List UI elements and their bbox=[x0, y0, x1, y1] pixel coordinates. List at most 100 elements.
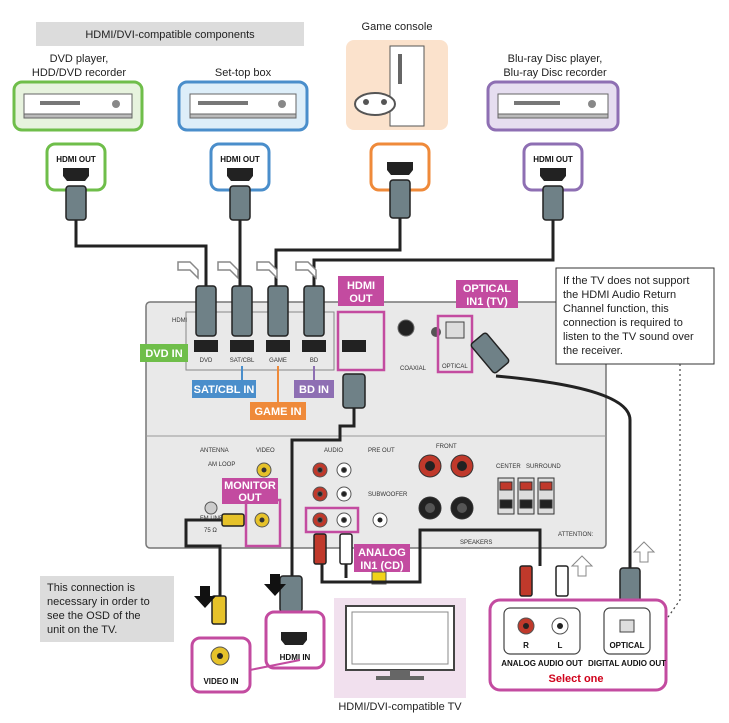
hdmi-port-icon bbox=[281, 632, 307, 645]
arrow-up-icon bbox=[632, 541, 656, 563]
panel-ohm: 75 Ω bbox=[204, 528, 217, 534]
panel-am-loop: AM LOOP bbox=[208, 462, 235, 468]
dvd-player-icon bbox=[23, 93, 133, 119]
set-top-box-icon bbox=[189, 93, 297, 119]
panel-audio: AUDIO bbox=[324, 448, 343, 454]
monitor-out-tag bbox=[222, 478, 278, 504]
arrow-down-icon bbox=[177, 261, 199, 280]
monitor-out-label-1: MONITOR bbox=[224, 480, 276, 492]
tv-arc-note-line: listen to the TV sound over bbox=[563, 331, 694, 343]
arrow-down-icon bbox=[256, 261, 278, 280]
hdmi-out-tag bbox=[338, 276, 384, 306]
tv-arc-note-line: Channel function, this bbox=[563, 303, 669, 315]
panel-video: VIDEO bbox=[256, 448, 275, 454]
panel-hdmi-side: HDMI bbox=[172, 318, 188, 324]
panel-optical: OPTICAL bbox=[442, 364, 468, 370]
arrow-down-icon bbox=[295, 261, 317, 280]
optical-in-label-2: IN1 (TV) bbox=[466, 296, 508, 308]
receiver-hdmi-ports bbox=[194, 340, 366, 352]
bd-hdmi-out-label: HDMI OUT bbox=[533, 155, 573, 164]
dvd-in-tag bbox=[140, 344, 188, 362]
dvd-label-1: DVD player, bbox=[50, 53, 109, 65]
tv-icon bbox=[345, 605, 455, 680]
osd-note-line: unit on the TV. bbox=[47, 624, 117, 636]
arrow-down-icon bbox=[194, 586, 216, 608]
select-one-label: Select one bbox=[548, 673, 603, 685]
panel-center: CENTER bbox=[496, 464, 521, 470]
panel-subwoofer: SUBWOOFER bbox=[368, 492, 408, 498]
tv-arc-note-line: the receiver. bbox=[563, 345, 623, 357]
tv-arc-note-line: the HDMI Audio Return bbox=[563, 289, 676, 301]
dvd-in-label: DVD IN bbox=[145, 348, 182, 360]
game-in-label: GAME IN bbox=[254, 406, 301, 418]
hdmi-port-icon bbox=[63, 168, 89, 181]
dvd-hdmi-out-box: HDMI OUT bbox=[45, 142, 107, 192]
analog-r-label: R bbox=[523, 641, 529, 650]
panel-surround: SURROUND bbox=[526, 464, 561, 470]
stb-label: Set-top box bbox=[215, 67, 272, 79]
bd-hdmi-out-box: HDMI OUT bbox=[522, 142, 584, 192]
digital-audio-out-label: DIGITAL AUDIO OUT bbox=[588, 659, 666, 668]
hdmi-plugs-receiver bbox=[195, 285, 325, 337]
optical-out-label: OPTICAL bbox=[609, 641, 644, 650]
bd-in-label: BD IN bbox=[299, 384, 329, 396]
satcbl-in-label: SAT/CBL IN bbox=[194, 384, 255, 396]
analog-in-label-1: ANALOG bbox=[358, 547, 406, 559]
tv-video-in-box: VIDEO IN bbox=[190, 636, 252, 694]
port-bd-label: BD bbox=[310, 358, 319, 364]
front-speaker-terminals bbox=[418, 454, 474, 520]
tv-caption: HDMI/DVI-compatible TV bbox=[338, 701, 462, 713]
stb-hdmi-out-box: HDMI OUT bbox=[209, 142, 271, 192]
satcbl-in-tag bbox=[192, 380, 256, 398]
analog-l-label: L bbox=[558, 641, 563, 650]
tv-arc-note-line: connection is required to bbox=[563, 317, 683, 329]
hdmi-out-label-2: OUT bbox=[349, 293, 373, 305]
monitor-out-label-2: OUT bbox=[238, 492, 262, 504]
panel-attention: ATTENTION: bbox=[558, 532, 594, 538]
analog-audio-out-label: ANALOG AUDIO OUT bbox=[501, 659, 583, 668]
down-arrows bbox=[177, 261, 317, 280]
osd-note-line: necessary in order to bbox=[47, 596, 150, 608]
analog-audio-out: R L bbox=[503, 607, 581, 655]
tv-arc-note: If the TV does not support the HDMI Audi… bbox=[555, 267, 715, 365]
header-title: HDMI/DVI-compatible components bbox=[85, 29, 255, 41]
surround-speaker-terminals bbox=[497, 477, 555, 515]
panel-pre-out: PRE OUT bbox=[368, 448, 395, 454]
bd-in-tag bbox=[294, 380, 334, 398]
tv-hdmi-in-box: HDMI IN bbox=[264, 610, 326, 670]
panel-speakers: SPEAKERS bbox=[460, 540, 492, 546]
game-label: Game console bbox=[362, 21, 433, 33]
bd-label-1: Blu-ray Disc player, bbox=[508, 53, 603, 65]
arrow-up-icon bbox=[570, 555, 594, 577]
osd-note-line: see the OSD of the bbox=[47, 610, 141, 622]
bluray-player-icon bbox=[497, 93, 609, 119]
optical-in-label-1: OPTICAL bbox=[463, 283, 512, 295]
optical-in-tag bbox=[456, 280, 518, 308]
game-in-tag bbox=[250, 402, 306, 420]
port-satcbl-label: SAT/CBL bbox=[230, 358, 255, 364]
output-cables bbox=[184, 374, 632, 596]
analog-in-tag bbox=[354, 544, 410, 572]
hdmi-port-icon bbox=[387, 162, 413, 175]
header-bar bbox=[36, 22, 304, 46]
tv-video-in-label: VIDEO IN bbox=[203, 677, 238, 686]
tv-arc-note-line: If the TV does not support bbox=[563, 275, 689, 287]
audio-rca-jacks bbox=[312, 462, 352, 528]
analog-in-label-2: IN1 (CD) bbox=[360, 560, 404, 572]
hdmi-port-icon bbox=[540, 168, 566, 181]
output-plugs bbox=[211, 332, 641, 625]
panel-coaxial: COAXIAL bbox=[400, 366, 427, 372]
dvd-label-2: HDD/DVD recorder bbox=[32, 67, 126, 79]
digital-audio-out: OPTICAL bbox=[603, 607, 651, 655]
bd-label-2: Blu-ray Disc recorder bbox=[503, 67, 607, 79]
tv-hdmi-in-label: HDMI IN bbox=[280, 653, 311, 662]
port-game-label: GAME bbox=[269, 358, 287, 364]
hdmi-port-icon bbox=[227, 168, 253, 181]
game-console-icon bbox=[354, 45, 425, 127]
arrow-down-icon bbox=[217, 261, 239, 280]
hdmi-out-label-1: HDMI bbox=[347, 280, 375, 292]
panel-front: FRONT bbox=[436, 444, 457, 450]
arrow-down-icon bbox=[264, 574, 286, 596]
stb-hdmi-out-label: HDMI OUT bbox=[220, 155, 260, 164]
